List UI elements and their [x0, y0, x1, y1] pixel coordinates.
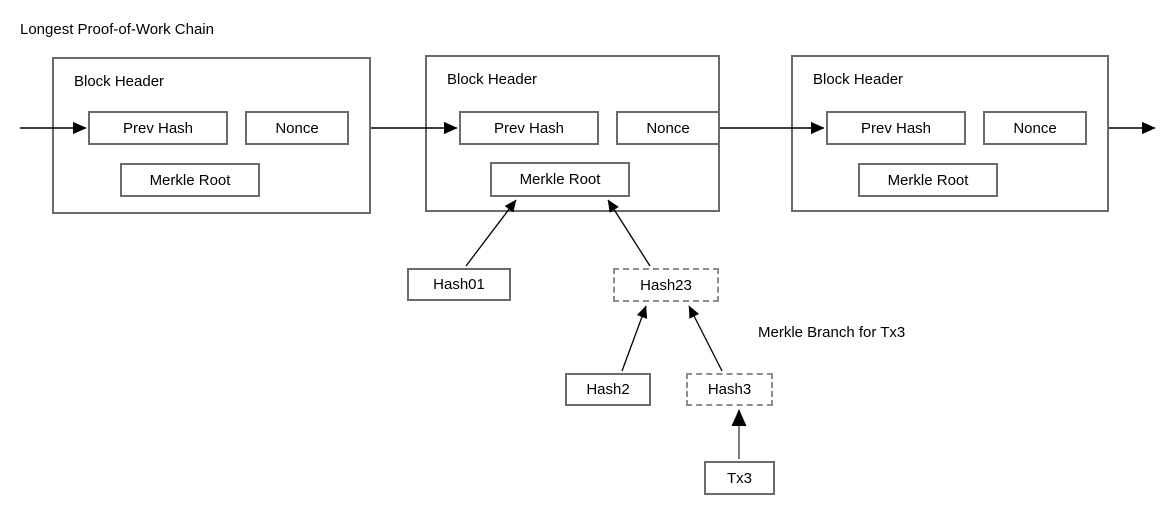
merkle-node-hash3: Hash3 — [686, 373, 773, 406]
block-1-nonce-box: Nonce — [245, 111, 349, 145]
merkle-node-hash23: Hash23 — [613, 268, 719, 302]
block-2-nonce-box: Nonce — [616, 111, 720, 145]
block-2-prev-hash-box: Prev Hash — [459, 111, 599, 145]
block-3-nonce-box: Nonce — [983, 111, 1087, 145]
merkle-node-tx3: Tx3 — [704, 461, 775, 495]
block-1: Block Header — [52, 57, 371, 214]
block-3: Block Header — [791, 55, 1109, 212]
block-3-header-label: Block Header — [813, 71, 904, 88]
block-1-header-label: Block Header — [74, 73, 165, 90]
arrow-hash3-to-hash23 — [688, 305, 723, 372]
block-1-prev-hash-box: Prev Hash — [88, 111, 228, 145]
block-3-prev-hash-box: Prev Hash — [826, 111, 966, 145]
merkle-node-hash2: Hash2 — [565, 373, 651, 406]
block-1-merkle-root-box: Merkle Root — [120, 163, 260, 197]
merkle-node-hash01: Hash01 — [407, 268, 511, 301]
block-3-merkle-root-box: Merkle Root — [858, 163, 998, 197]
diagram-title: Longest Proof-of-Work Chain — [20, 21, 214, 38]
block-2-merkle-root-box: Merkle Root — [490, 162, 630, 197]
arrow-hash2-to-hash23 — [621, 305, 648, 372]
block-2-header-label: Block Header — [447, 71, 538, 88]
merkle-branch-annotation: Merkle Branch for Tx3 — [758, 324, 906, 341]
